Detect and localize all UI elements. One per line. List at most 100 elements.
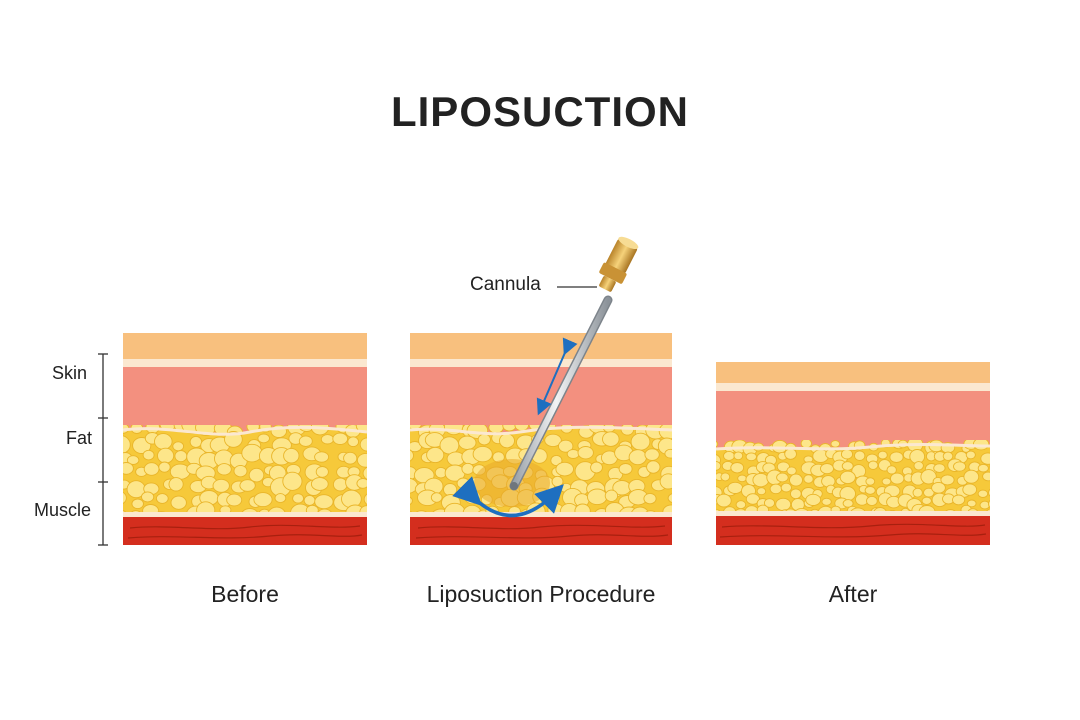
fascia-line [123,512,367,518]
fat-cell [716,460,722,471]
fat-cell [356,478,367,489]
fat-cell [590,461,603,474]
fat-cell [730,462,745,474]
fat-cell [989,480,990,483]
fat-cell [555,461,574,477]
epidermis-layer [123,333,367,360]
fat-cell [674,455,689,467]
fat-cell [889,451,904,463]
fat-cell [756,487,767,496]
caption-procedure: Liposuction Procedure [426,581,656,607]
fat-cell [763,498,776,508]
fat-cell [776,472,789,483]
fat-cell [248,467,265,483]
fat-cell [988,499,990,509]
label-muscle: Muscle [34,500,92,520]
fat-cell [303,494,316,506]
fat-cell [842,499,854,508]
fat-cell [123,435,131,454]
fat-cell [980,452,990,465]
fat-cell [233,464,248,478]
fat-cell [283,447,300,464]
dermis-layer [716,391,990,451]
fat-cell [994,453,1006,463]
fat-cell [735,500,747,510]
fat-cell [820,463,834,475]
fat-cell [989,464,990,470]
layer-bracket [98,353,108,546]
fat-cell [940,474,955,486]
fat-cell [550,454,563,467]
fat-cell [805,493,822,506]
fat-cell [952,494,966,506]
fat-cell [664,448,672,459]
fat-cell [298,435,313,447]
fat-cell [320,434,335,445]
fat-cell [356,452,367,468]
fat-cell [865,477,876,486]
fat-cell [174,450,188,463]
fat-cell [723,450,735,461]
fat-cell [745,452,757,462]
fat-cell [913,461,924,471]
fat-cell [963,469,980,484]
fat-cell [673,492,687,503]
fat-cell [131,498,144,510]
fat-cell [982,471,990,482]
fat-cell [830,440,841,448]
fat-cell [347,436,360,448]
fat-cell [643,492,657,505]
dermis-line [123,359,367,367]
panel-before [122,333,368,545]
fat-cell [618,463,633,475]
fat-cell [143,462,160,476]
fat-cell [942,451,954,461]
fat-cell [410,449,414,462]
fat-cell [363,493,367,506]
fat-cell [681,512,692,522]
fat-cell [933,463,946,473]
label-fat: Fat [66,428,93,448]
fat-cell [292,493,305,504]
fat-cell [776,461,790,473]
fat-cell [962,483,978,496]
fat-cell [881,477,892,486]
fat-cell [840,448,854,460]
motion-arrows [452,337,578,518]
fat-cell [332,432,349,445]
fat-cell [426,446,445,464]
fat-cell [189,435,203,448]
fat-cell [155,493,169,504]
fat-cell [877,450,888,460]
fat-cell [602,431,620,447]
fat-cell [359,437,367,452]
fat-cell [630,432,651,451]
fat-cell [628,449,647,466]
fat-cell [733,451,744,461]
fat-cell [158,461,171,473]
fat-cell [789,488,802,500]
fat-cell [154,433,173,450]
fat-cell [314,451,330,463]
fat-cell [786,466,797,476]
fat-cell [803,474,814,484]
fat-cell [443,483,458,497]
fat-cell [644,448,660,461]
fat-cell [170,495,187,510]
fat-cell [679,440,692,451]
fat-cell [410,496,413,505]
fat-cell [123,462,134,475]
fat-cell [430,492,443,503]
fat-cell [966,499,977,508]
fat-cell [953,461,967,472]
fat-cell [780,482,792,493]
fat-cell [253,492,273,508]
fat-cell [544,433,562,448]
fat-cell [784,448,797,460]
fat-cell [343,451,358,465]
fat-cell [332,477,348,492]
muscle-layer [410,517,672,545]
fat-cell [141,491,155,503]
fat-cell [659,473,672,490]
fat-cell [972,440,990,451]
